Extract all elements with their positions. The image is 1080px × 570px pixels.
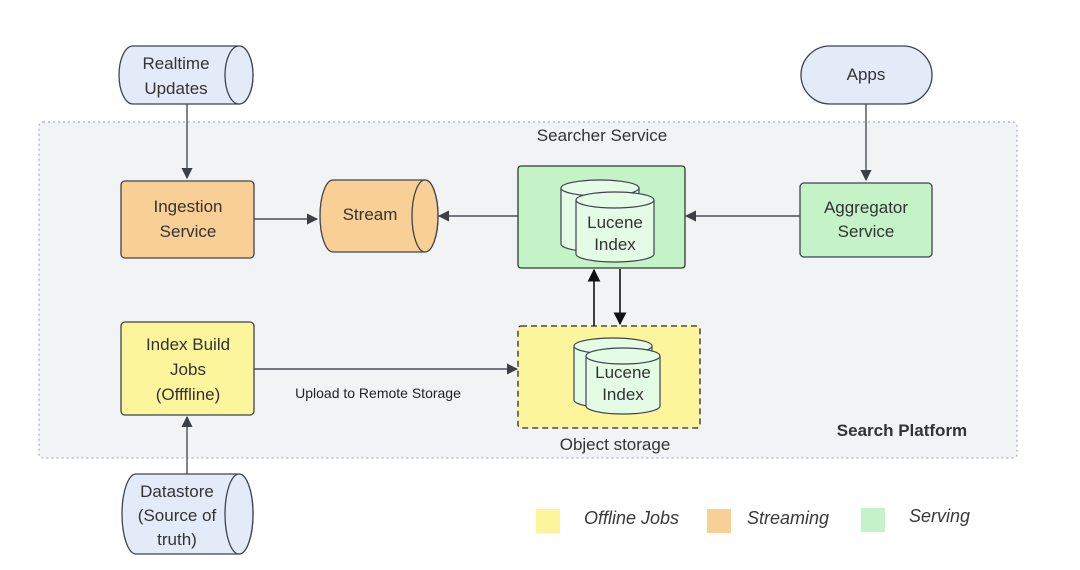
legend-label-serving: Serving <box>909 506 970 526</box>
realtime-updates-line2: Updates <box>144 79 207 98</box>
searcher-service-label: Searcher Service <box>537 126 667 145</box>
upload-edge-label: Upload to Remote Storage <box>295 385 461 401</box>
realtime-updates-store: Realtime Updates <box>118 45 254 105</box>
datastore-line1: Datastore <box>140 482 214 501</box>
datastore-line3: truth) <box>157 530 197 549</box>
legend-label-offline: Offline Jobs <box>584 508 679 528</box>
apps-label: Apps <box>847 65 886 84</box>
searcher-index-line2: Index <box>594 235 636 254</box>
legend-label-streaming: Streaming <box>747 508 829 528</box>
apps-node: Apps <box>800 45 933 105</box>
legend-swatch-streaming <box>707 509 731 533</box>
index-build-jobs-node: Index Build Jobs (Offfline) <box>120 321 255 416</box>
stream-node: Stream <box>319 179 439 253</box>
aggregator-service-node: Aggregator Service <box>799 182 933 258</box>
legend: Offline Jobs Streaming Serving <box>536 506 970 533</box>
datastore-store: Datastore (Source of truth) <box>121 473 254 555</box>
searcher-index-line1: Lucene <box>587 213 643 232</box>
realtime-updates-line1: Realtime <box>142 54 209 73</box>
ingestion-line1: Ingestion <box>154 197 223 216</box>
aggregator-line2: Service <box>838 222 895 241</box>
legend-swatch-offline <box>536 509 560 533</box>
search-platform-container <box>38 121 1018 459</box>
object-storage-node: Lucene Index Object storage <box>517 325 701 454</box>
datastore-line2: (Source of <box>138 506 217 525</box>
object-storage-label: Object storage <box>560 435 671 454</box>
ingestion-line2: Service <box>160 222 217 241</box>
search-platform-label: Search Platform <box>837 421 967 440</box>
ingestion-service-node: Ingestion Service <box>120 180 255 259</box>
aggregator-line1: Aggregator <box>824 198 908 217</box>
index-build-line2: Jobs <box>170 360 206 379</box>
legend-swatch-serving <box>861 508 885 532</box>
index-build-line1: Index Build <box>146 335 230 354</box>
index-build-line3: (Offfline) <box>156 385 221 404</box>
object-index-line2: Index <box>602 385 644 404</box>
stream-label: Stream <box>343 205 398 224</box>
object-index-line1: Lucene <box>595 363 651 382</box>
searcher-service-node: Searcher Service Lucene Index <box>517 126 686 269</box>
